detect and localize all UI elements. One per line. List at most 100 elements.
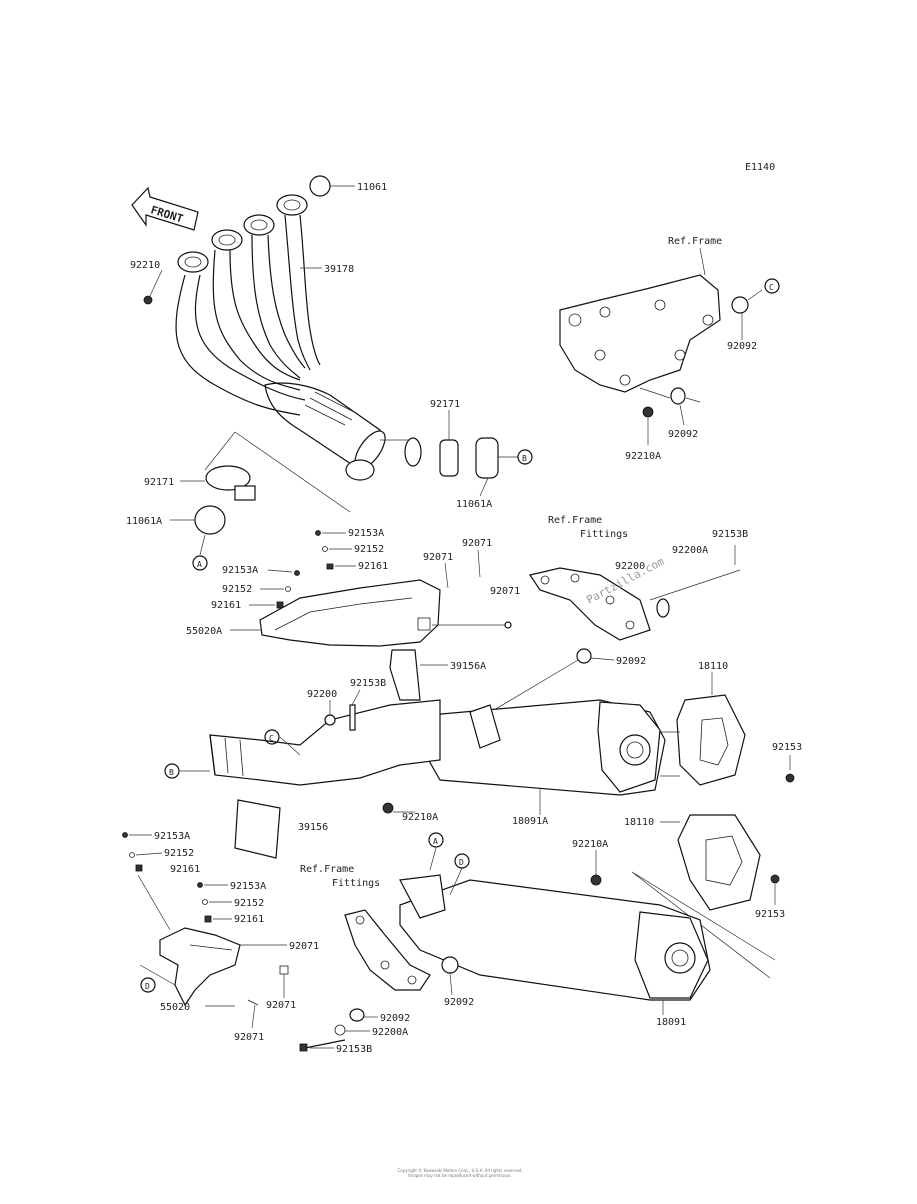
label-92153b-low: 92153B — [336, 1044, 372, 1055]
exhaust-header-pipes — [175, 194, 386, 481]
label-92071-e: 92071 — [266, 1000, 296, 1011]
heat-guard-55020a — [259, 579, 441, 647]
muffler-bracket-upper — [529, 567, 651, 641]
label-92200-top: 92200 — [615, 561, 645, 572]
clamp-92171-left — [205, 465, 251, 491]
label-92152-2: 92152 — [222, 584, 252, 595]
label-92153a-1: 92153A — [348, 528, 384, 539]
label-92153a-4: 92153A — [230, 881, 266, 892]
label-92071-f: 92071 — [234, 1032, 264, 1043]
nut-92210a-low — [590, 874, 602, 886]
label-92171-mid: 92171 — [430, 399, 460, 410]
callout-a-2 — [428, 832, 444, 848]
fittings-label-2: Fittings — [332, 878, 380, 889]
svg-text:D: D — [145, 982, 150, 991]
svg-text:A: A — [433, 837, 438, 846]
ref-frame-label: Ref.Frame — [668, 236, 722, 247]
copyright-line-2: Images may not be reproduced without per… — [408, 1173, 512, 1178]
nut-92210a-r — [642, 406, 654, 418]
ref-frame-fittings-label-2: Ref.Frame — [300, 864, 354, 875]
label-92092-low2: 92092 — [380, 1013, 410, 1024]
svg-text:D: D — [459, 858, 464, 867]
label-92153-2: 92153 — [755, 909, 785, 920]
callout-c-2 — [264, 729, 280, 745]
callout-d-1 — [140, 977, 156, 993]
heat-guard-55020 — [159, 927, 241, 1007]
label-92161-4: 92161 — [234, 914, 264, 925]
label-92092-low: 92092 — [444, 997, 474, 1008]
label-92200a-low: 92200A — [372, 1027, 408, 1038]
label-11061a-mid: 11061A — [456, 499, 492, 510]
end-cap-18110-2 — [677, 814, 761, 911]
label-92071-d: 92071 — [289, 941, 319, 952]
label-92161-1: 92161 — [358, 561, 388, 572]
muffler-18091 — [399, 874, 711, 1001]
muffler-18091a — [419, 699, 666, 796]
label-18091: 18091 — [656, 1017, 686, 1028]
label-39178: 39178 — [324, 264, 354, 275]
fittings-label-1: Fittings — [580, 529, 628, 540]
guard-39156a — [389, 649, 421, 701]
frame-bracket-top — [559, 274, 721, 393]
ref-frame-fittings-label-1: Ref.Frame — [548, 515, 602, 526]
label-92153b-mid: 92153B — [350, 678, 386, 689]
callout-b-2 — [164, 763, 180, 779]
label-92200a-top: 92200A — [672, 545, 708, 556]
label-92210: 92210 — [130, 260, 160, 271]
label-92210a-mid: 92210A — [402, 812, 438, 823]
copyright-line-1: Copyright © Kawasaki Motors Corp., U.S.A… — [397, 1168, 523, 1173]
guard-39156 — [234, 799, 281, 859]
copyright-footer: Copyright © Kawasaki Motors Corp., U.S.A… — [300, 1168, 620, 1178]
label-92161-2: 92161 — [211, 600, 241, 611]
damper-92092-r2 — [670, 387, 686, 405]
label-92210a-r: 92210A — [625, 451, 661, 462]
muffler-bracket-lower — [344, 909, 431, 991]
label-18110-2: 18110 — [624, 817, 654, 828]
label-92152-4: 92152 — [234, 898, 264, 909]
label-92071-c: 92071 — [462, 538, 492, 549]
callout-a-1 — [192, 555, 208, 571]
svg-text:B: B — [522, 454, 527, 463]
label-92210a-low: 92210A — [572, 839, 608, 850]
bolt-92153-1 — [785, 773, 795, 783]
label-92092-r2: 92092 — [668, 429, 698, 440]
label-11061a-left: 11061A — [126, 516, 162, 527]
gasket-11061a-left — [194, 505, 226, 535]
bolt-92153-2 — [770, 874, 780, 884]
callout-b-1 — [517, 449, 533, 465]
damper-92092-mid — [576, 648, 592, 664]
diagram-code: E1140 — [745, 162, 775, 173]
gasket-11061 — [309, 175, 331, 197]
label-92092-mid: 92092 — [616, 656, 646, 667]
svg-text:A: A — [197, 560, 202, 569]
svg-text:C: C — [769, 283, 774, 292]
gasket-11061a-mid — [475, 437, 499, 479]
label-11061: 11061 — [357, 182, 387, 193]
front-arrow-icon: FRONT — [131, 186, 199, 231]
muffler-link-pipe — [209, 699, 441, 786]
clamp-92171-mid — [439, 439, 459, 477]
label-92200-mid: 92200 — [307, 689, 337, 700]
end-cap-18110-1 — [676, 694, 746, 786]
svg-text:B: B — [169, 768, 174, 777]
label-92092-r1: 92092 — [727, 341, 757, 352]
label-55020a: 55020A — [186, 626, 222, 637]
label-92171-left: 92171 — [144, 477, 174, 488]
label-39156a: 39156A — [450, 661, 486, 672]
nut-92210a-mid — [382, 802, 394, 814]
label-92153a-3: 92153A — [154, 831, 190, 842]
damper-92092-low — [441, 956, 459, 974]
callout-d-2 — [454, 853, 470, 869]
label-92152-3: 92152 — [164, 848, 194, 859]
label-92153b-top: 92153B — [712, 529, 748, 540]
label-92153a-2: 92153A — [222, 565, 258, 576]
damper-92092-r1 — [731, 296, 749, 314]
label-92071-b: 92071 — [423, 552, 453, 563]
nut-92210 — [143, 295, 153, 305]
label-92071-a: 92071 — [490, 586, 520, 597]
svg-text:C: C — [269, 734, 274, 743]
label-18110-1: 18110 — [698, 661, 728, 672]
label-92153-1: 92153 — [772, 742, 802, 753]
